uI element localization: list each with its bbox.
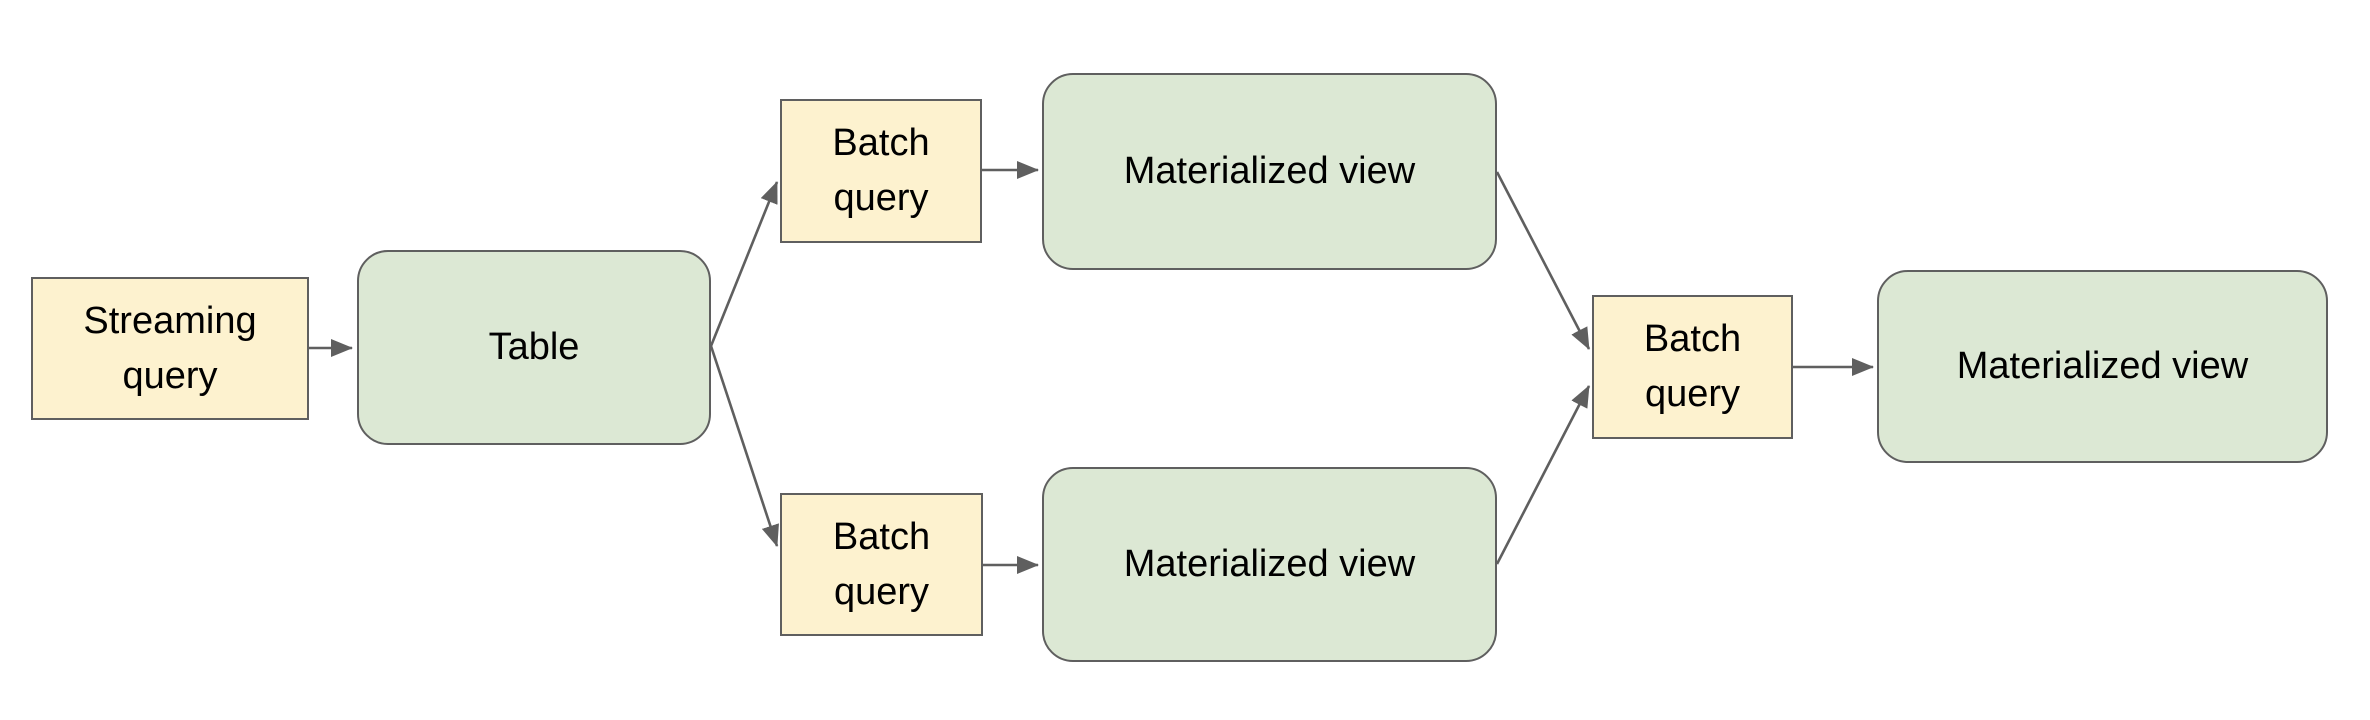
edge-table-to-batch-query-top [709,181,779,347]
node-materialized-view-top-label: Materialized view [1123,150,1416,192]
node-streaming-query-label: Streaming query [83,299,257,397]
node-streaming-query: Streaming query [31,277,309,420]
edge-materialized-view-top-to-batch-query-right [1495,171,1591,350]
node-table: Table [357,250,711,445]
node-materialized-view-right-label: Materialized view [1956,345,2249,387]
node-batch-query-top-label: Batch query [832,122,930,219]
node-materialized-view-right: Materialized view [1877,270,2328,463]
node-batch-query-right: Batch query [1592,295,1793,439]
edge-table-to-batch-query-bottom [709,345,779,547]
node-materialized-view-bottom: Materialized view [1042,467,1497,662]
node-batch-query-bottom-label: Batch query [832,515,931,613]
node-materialized-view-bottom-label: Materialized view [1123,543,1416,585]
node-batch-query-bottom: Batch query [780,493,983,636]
node-batch-query-right-label: Batch query [1643,318,1742,415]
edge-materialized-view-bottom-to-batch-query-right [1495,385,1591,565]
node-batch-query-top: Batch query [780,99,982,243]
node-materialized-view-top: Materialized view [1042,73,1497,270]
node-table-label: Table [488,326,580,368]
